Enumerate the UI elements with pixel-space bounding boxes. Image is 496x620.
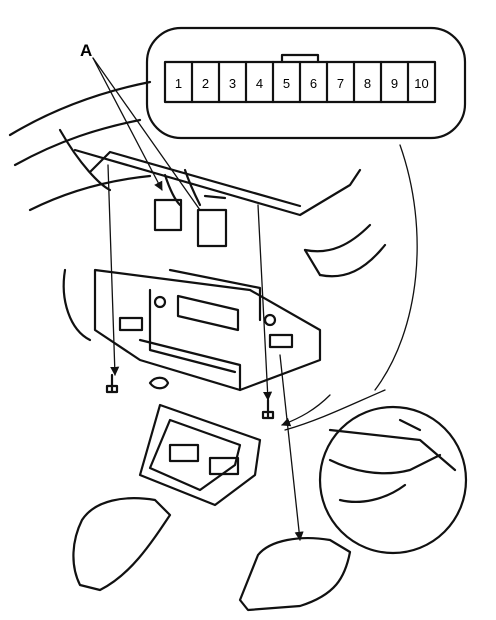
- connector-pin-number: 2: [202, 76, 209, 91]
- lens-cover-removal-arrow: [279, 354, 304, 541]
- connector-pin-7: 7: [325, 60, 344, 104]
- map-light-switch-left: [168, 443, 200, 463]
- connector-pin-number: 8: [364, 76, 371, 91]
- connector-pin-number: 10: [414, 76, 428, 91]
- roof-wiring-connectors: [153, 168, 228, 248]
- connector-pin-5: 5: [271, 60, 290, 104]
- callout-a-leader-arrow: [92, 57, 163, 191]
- roof-headliner: [8, 80, 387, 342]
- left-lens-cover: [72, 497, 172, 592]
- callout-a-label: A: [80, 41, 92, 60]
- overhead-console-unit: [138, 403, 262, 507]
- connector-pin-10: 10: [406, 60, 429, 104]
- connector-pin-number: 3: [229, 76, 236, 91]
- connector-pin-number: 5: [283, 76, 290, 91]
- clip-detail-view: [284, 389, 468, 555]
- screw-alignment-arrow-right: [257, 204, 273, 401]
- connector-pin-2: 2: [190, 60, 209, 104]
- connector-pin-9: 9: [379, 60, 398, 104]
- clip-icon: [148, 376, 170, 390]
- console-lens-covers: [72, 354, 352, 612]
- callout-a: A: [80, 41, 201, 211]
- right-lens-cover: [238, 537, 352, 612]
- connector-b: [196, 208, 228, 248]
- connector-a: [153, 198, 183, 232]
- connector-pin-number: 6: [310, 76, 317, 91]
- left-screw-icon: [105, 373, 119, 394]
- connector-pin-1: 1: [175, 76, 182, 91]
- mounting-screws: [105, 164, 275, 420]
- detail-pointer-arrow: [281, 394, 331, 427]
- console-mounting-bracket: [93, 268, 322, 392]
- connector-pin-number: 4: [256, 76, 263, 91]
- connector-pin-3: 3: [217, 60, 236, 104]
- connector-to-detail-arrow: [374, 144, 418, 391]
- connector-pin-4: 4: [244, 60, 263, 104]
- callout-a-leader-line: [92, 57, 201, 211]
- connector-pin-6: 6: [298, 60, 317, 104]
- connector-pin-row: 1 2 3 4 5 6 7 8 9 10: [175, 60, 429, 104]
- connector-face-view: 1 2 3 4 5 6 7 8 9 10: [145, 26, 467, 140]
- connector-pin-number: 7: [337, 76, 344, 91]
- connector-pin-number: 9: [391, 76, 398, 91]
- screw-alignment-arrow-left: [107, 164, 120, 376]
- connector-pin-number: 1: [175, 76, 182, 91]
- map-light-switch-right: [208, 456, 240, 476]
- right-screw-icon: [261, 398, 275, 420]
- connector-pin-8: 8: [352, 60, 371, 104]
